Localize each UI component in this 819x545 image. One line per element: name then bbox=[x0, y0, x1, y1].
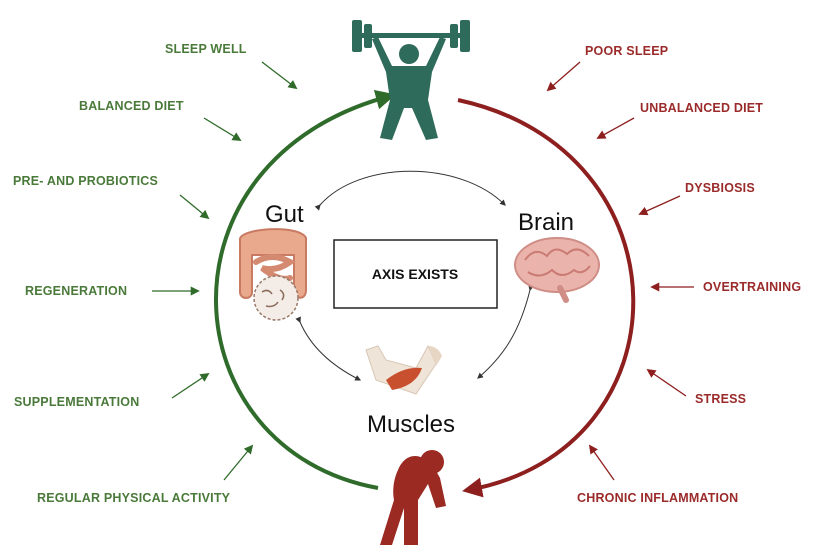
brain-label: Brain bbox=[518, 209, 574, 236]
factor-dysbiosis: DYSBIOSIS bbox=[685, 181, 755, 195]
arm-muscle-icon bbox=[366, 346, 442, 394]
negative-factors: POOR SLEEP UNBALANCED DIET DYSBIOSIS OVE… bbox=[577, 44, 801, 505]
exhausted-person-icon bbox=[380, 450, 446, 545]
weightlifter-icon bbox=[352, 20, 470, 140]
intestine-icon bbox=[240, 229, 306, 320]
muscles-label: Muscles bbox=[367, 411, 455, 438]
factor-regeneration: REGENERATION bbox=[25, 284, 127, 298]
factor-pre-and-probiotics: PRE- AND PROBIOTICS bbox=[13, 174, 158, 188]
factor-sleep-well: SLEEP WELL bbox=[165, 42, 247, 56]
factor-supplementation: SUPPLEMENTATION bbox=[14, 395, 139, 409]
factor-unbalanced-diet: UNBALANCED DIET bbox=[640, 101, 763, 115]
brain-icon bbox=[515, 238, 599, 300]
axis-label: AXIS EXISTS bbox=[372, 266, 458, 282]
factor-chronic-inflammation: CHRONIC INFLAMMATION bbox=[577, 491, 738, 505]
factor-stress: STRESS bbox=[695, 392, 746, 406]
factor-overtraining: OVERTRAINING bbox=[703, 280, 801, 294]
factor-balanced-diet: BALANCED DIET bbox=[79, 99, 184, 113]
gut-brain-arrow bbox=[320, 171, 505, 205]
factor-regular-physical-activity: REGULAR PHYSICAL ACTIVITY bbox=[37, 491, 231, 505]
gut-muscle-arrow bbox=[300, 322, 360, 380]
factor-poor-sleep: POOR SLEEP bbox=[585, 44, 668, 58]
positive-factors: SLEEP WELL BALANCED DIET PRE- AND PROBIO… bbox=[13, 42, 247, 505]
gut-label: Gut bbox=[265, 201, 304, 228]
